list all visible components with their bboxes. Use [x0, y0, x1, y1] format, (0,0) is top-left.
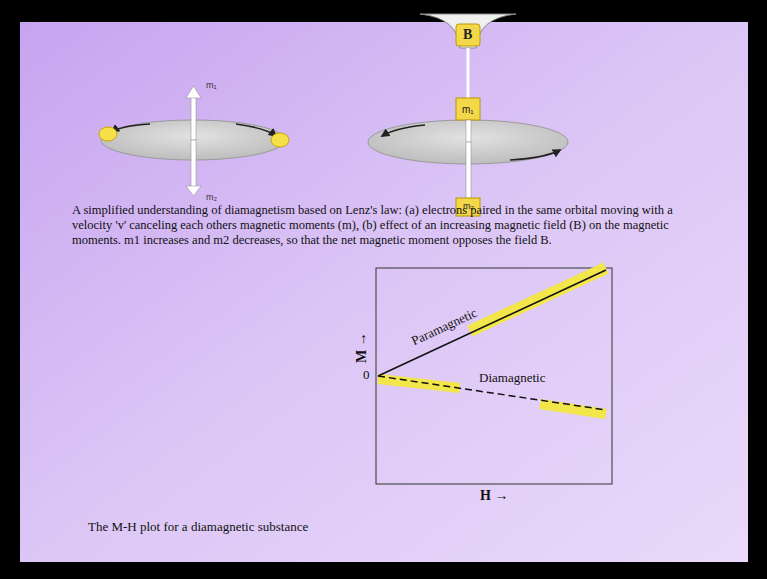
axis-label: H →	[480, 488, 508, 503]
curve-label: Diamagnetic	[479, 371, 545, 385]
moment-arrowhead	[186, 86, 201, 98]
velocity-arrow	[236, 124, 276, 136]
axis-label: M →	[354, 332, 369, 363]
origin-label: 0	[363, 368, 370, 382]
moment-label: m₁	[206, 81, 217, 91]
field-line	[467, 48, 470, 98]
moment-arrow	[466, 120, 471, 142]
electron	[99, 127, 117, 141]
moment-label: m₁	[462, 104, 474, 115]
velocity-arrow	[510, 150, 560, 160]
moment-arrow	[191, 140, 196, 188]
field-highlight	[456, 24, 480, 46]
electron	[271, 133, 289, 147]
highlight	[470, 268, 606, 331]
velocity-arrow	[112, 124, 150, 132]
moment-arrow	[466, 142, 471, 198]
moment-label: m₂	[463, 202, 474, 212]
curve-label: Paramagnetic	[409, 306, 479, 349]
moment-arrow	[191, 96, 196, 140]
slide-background	[20, 22, 748, 562]
field-label: B	[463, 27, 472, 42]
field-funnel	[420, 14, 516, 48]
moment-label: m₂	[206, 193, 217, 203]
plot-caption: The M-H plot for a diamagnetic substance	[88, 520, 308, 534]
paramagnetic-line	[378, 270, 606, 376]
moment-box	[456, 98, 480, 120]
moment-arrowhead	[186, 186, 201, 196]
velocity-arrow	[382, 125, 425, 136]
plot-frame	[376, 268, 612, 484]
figure-caption: A simplified understanding of diamagneti…	[72, 203, 702, 248]
